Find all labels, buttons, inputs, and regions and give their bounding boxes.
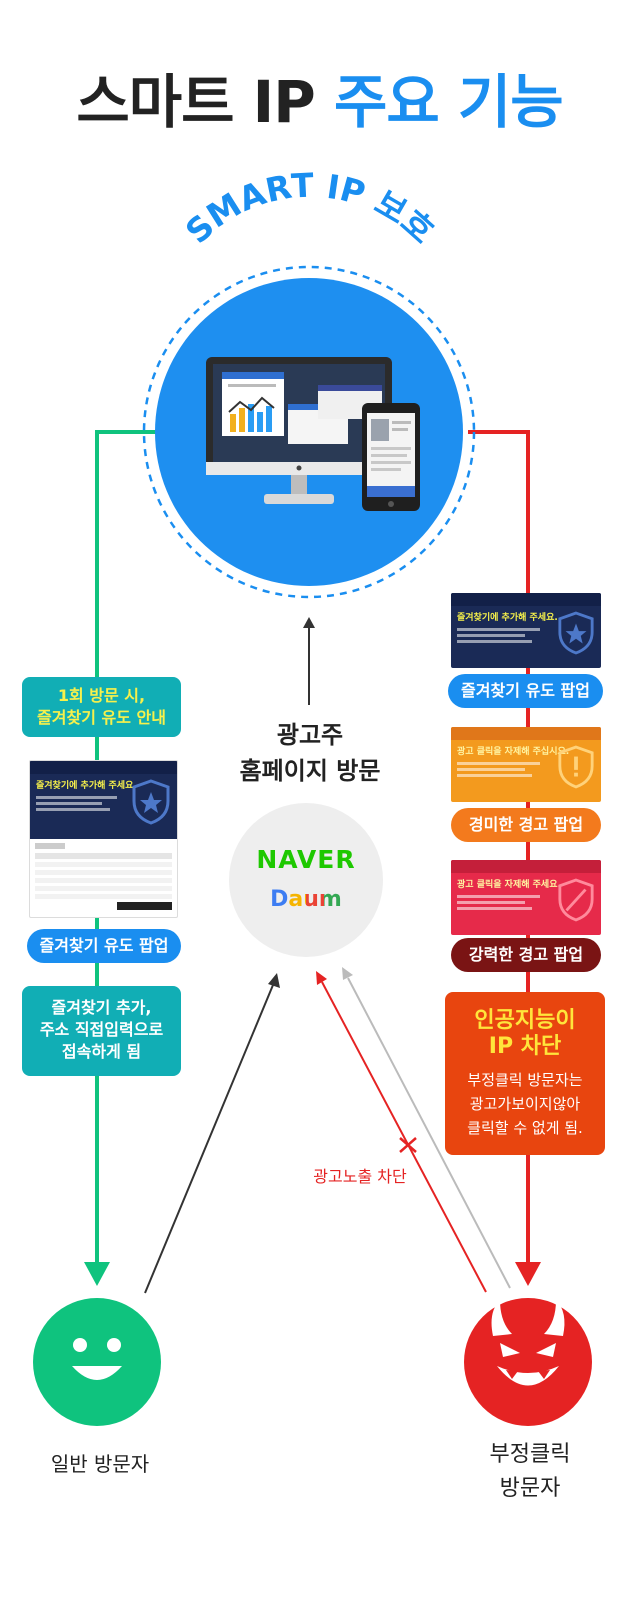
red-flow-line [468,430,530,1265]
result-line1: 즐겨찾기 추가, [51,998,152,1017]
ai-desc-line1: 부정클릭 방문자는 [467,1071,583,1089]
title-part1: 스마트 IP [76,68,315,136]
left-popup-label: 즐겨찾기 유도 팝업 [27,929,181,963]
ai-title-line2: IP 차단 [488,1034,562,1059]
visit-arrowhead [303,617,315,628]
portal-circle [229,803,383,957]
blocked-shield-icon [558,878,594,922]
blocked-line [321,981,487,1293]
fraud-visitor-label: 부정클릭 방문자 [455,1438,605,1506]
result-line2: 주소 직접입력으로 [39,1020,164,1039]
bookmark-result-box: 즐겨찾기 추가, 주소 직접입력으로 접속하게 됨 [22,986,181,1076]
fraud-attempt-line [347,977,511,1289]
bookmark-popup-preview-right: 즐겨찾기에 추가해 주세요. [451,593,601,668]
ad-block-label: 광고노출 차단 [313,1167,407,1186]
first-visit-box: 1회 방문 시, 즐겨찾기 유도 안내 [22,677,181,737]
advertiser-line2: 홈페이지 방문 [239,757,381,785]
warning-shield-icon [558,745,594,789]
advertiser-visit-text: 광고주 홈페이지 방문 [200,717,420,789]
advertiser-line1: 광고주 [276,721,344,749]
protection-ring [142,265,476,599]
first-visit-line2: 즐겨찾기 유도 안내 [37,708,166,727]
first-visit-line1: 1회 방문 시, [57,686,146,705]
ai-ip-block-box: 인공지능이 IP 차단 부정클릭 방문자는 광고가보이지않아 클릭할 수 없게 … [445,992,605,1155]
left-card-title: 즐겨찾기에 추가해 주세요. [36,781,137,791]
happy-face-icon [33,1298,161,1426]
title-part2: 주요 기능 [333,68,564,136]
monitor-icon [206,357,392,504]
shield-icon [132,779,170,825]
daum-logo: Daum [270,887,342,912]
page-title: 스마트 IP 주요 기능 [0,62,639,142]
right-popup2-label: 경미한 경고 팝업 [451,808,601,842]
normal-access-arrowhead [268,973,280,988]
right-card2-title: 광고 클릭을 자제해 주십시오. [457,747,570,757]
naver-logo: NAVER [256,845,356,874]
result-line3: 접속하게 됨 [61,1042,142,1061]
ai-title-line1: 인공지능이 [474,1008,576,1033]
red-arrowhead [515,1262,541,1286]
ai-desc-line2: 광고가보이지않아 [469,1095,581,1113]
strong-warning-popup-preview: 광고 클릭을 자제해 주세요. [451,860,601,935]
fraud-visitor-line1: 부정클릭 [489,1442,571,1467]
smart-ip-arc-label: SMART IP 보호 [178,165,442,251]
right-card1-title: 즐겨찾기에 추가해 주세요. [457,613,558,623]
ai-desc-line3: 클릭할 수 없게 됨. [467,1119,583,1137]
blocked-arrowhead [316,971,327,985]
phone-icon [362,403,420,511]
right-popup3-label: 강력한 경고 팝업 [451,938,601,972]
fraud-visitor-line2: 방문자 [499,1476,561,1501]
green-arrowhead [84,1262,110,1286]
right-card3-title: 광고 클릭을 자제해 주세요. [457,880,561,890]
fraud-attempt-arrowhead [342,967,353,980]
shield-icon [558,611,594,655]
normal-access-line [144,984,274,1294]
normal-visitor-label: 일반 방문자 [50,1452,150,1476]
bookmark-popup-preview: 즐겨찾기에 추가해 주세요. [29,760,178,918]
right-popup1-label: 즐겨찾기 유도 팝업 [448,674,603,708]
mild-warning-popup-preview: 광고 클릭을 자제해 주십시오. [451,727,601,802]
devil-face-icon [464,1298,592,1426]
